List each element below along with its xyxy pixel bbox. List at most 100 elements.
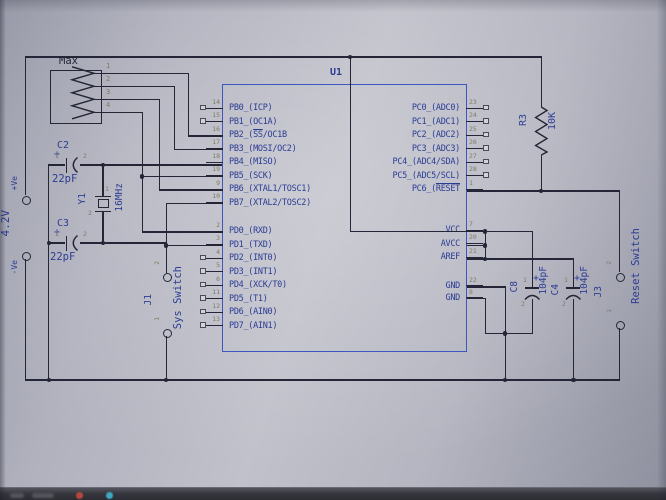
wire [572, 258, 575, 288]
c3-curved-plate-icon [72, 234, 79, 252]
pin-name: PC0_(ADC0) [411, 103, 460, 114]
pin-stub [466, 161, 483, 163]
pin-name: PC4_(ADC4/SDA) [392, 157, 461, 168]
wire [187, 135, 223, 137]
wire [94, 98, 159, 100]
j3-pin1-number: 1 [605, 309, 613, 313]
taskbar-app-icon-cyan[interactable] [106, 492, 113, 499]
max-pin-number: 4 [106, 101, 111, 109]
c4-refdes: C4 [550, 284, 561, 296]
junction-dot [164, 377, 169, 383]
pin-name: PB6_(XTAL1/TOSC1) [229, 184, 311, 195]
pin-stub [466, 134, 483, 136]
pin-name: PB7_(XTAL2/TOSC2) [229, 197, 311, 208]
c2-plus-sign: + [54, 149, 61, 160]
wire [467, 190, 620, 192]
pin-number: 3 [216, 234, 220, 243]
junction-dot [100, 240, 106, 246]
wire [572, 299, 575, 380]
junction-dot [503, 331, 508, 336]
pin-name: PC5_(ADC5/SCL) [392, 170, 461, 181]
j3-pin1-terminal [615, 320, 625, 330]
crystal-pin1-number: 1 [105, 185, 109, 193]
pin-number: 19 [212, 165, 220, 174]
pin-name: PC6_(RESET [411, 184, 460, 195]
taskbar-app-icon-red[interactable] [76, 492, 83, 499]
pin-number: 2 [216, 220, 220, 229]
wire [25, 258, 27, 380]
pin-name: PD7_(AIN1) [229, 320, 278, 331]
battery-negative-terminal [21, 251, 31, 261]
pin-number: 11 [212, 288, 220, 297]
j1-refdes: J1 [143, 294, 154, 306]
wire [165, 203, 167, 246]
taskbar-blur-item [10, 493, 24, 498]
pin-number: 27 [469, 151, 477, 160]
wire [540, 56, 542, 108]
c3-pin1-number: 1 [55, 230, 59, 238]
wire [48, 242, 65, 244]
pin-name: VCC [446, 225, 461, 235]
pin-number: 9 [216, 178, 220, 187]
wire [504, 286, 506, 334]
wire [531, 299, 533, 334]
wire [467, 297, 486, 300]
c3-refdes: C3 [57, 218, 70, 229]
c3-value: 22pF [50, 251, 76, 263]
pin-stub [206, 188, 223, 190]
pin-number: 7 [469, 219, 473, 228]
c8-pin2-number: 2 [521, 300, 525, 308]
pin-number: 25 [469, 124, 477, 133]
pin-number: 20 [469, 233, 477, 242]
wire [349, 230, 533, 233]
pin-stub [466, 243, 483, 245]
junction-dot [164, 243, 169, 248]
pin-number: 10 [212, 192, 220, 201]
pin-name: PD2_(INT0) [229, 253, 278, 264]
pin-name: PB1_(OC1A) [229, 116, 278, 127]
pin-number: 24 [469, 111, 477, 120]
c8-plus-sign: + [533, 273, 540, 284]
pin-stub [466, 256, 483, 258]
c3-plus-sign: + [54, 227, 61, 238]
pin-stub [206, 271, 223, 273]
j1-pin2-terminal [162, 272, 172, 282]
pin-number: 22 [469, 275, 477, 284]
pin-number: 8 [469, 287, 473, 296]
wire [165, 202, 223, 205]
pin-name: PB4_(MISO) [229, 157, 278, 168]
crystal-top-plate [95, 195, 111, 197]
c4-pin1-number: 1 [564, 276, 568, 284]
pin-number: 1 [469, 178, 473, 187]
pin-stub [206, 161, 223, 163]
wire [94, 85, 174, 87]
pin-stub [206, 121, 223, 123]
taskbar [0, 487, 666, 500]
pin-stub [466, 284, 483, 287]
c2-straight-plate [65, 157, 68, 173]
pin-number: 15 [212, 111, 220, 120]
pin-name: AREF [440, 252, 461, 263]
pin-stub [206, 202, 223, 204]
junction-dot [483, 256, 488, 262]
pin-name: PC2_(ADC2) [411, 130, 460, 141]
crystal-pin2-number: 2 [88, 209, 92, 217]
pin-number: 13 [212, 315, 220, 324]
wire [187, 72, 189, 137]
pin-number: 12 [212, 301, 220, 310]
c8-pin1-number: 1 [523, 276, 527, 284]
pin-name: PD1_(TXD) [229, 239, 273, 250]
